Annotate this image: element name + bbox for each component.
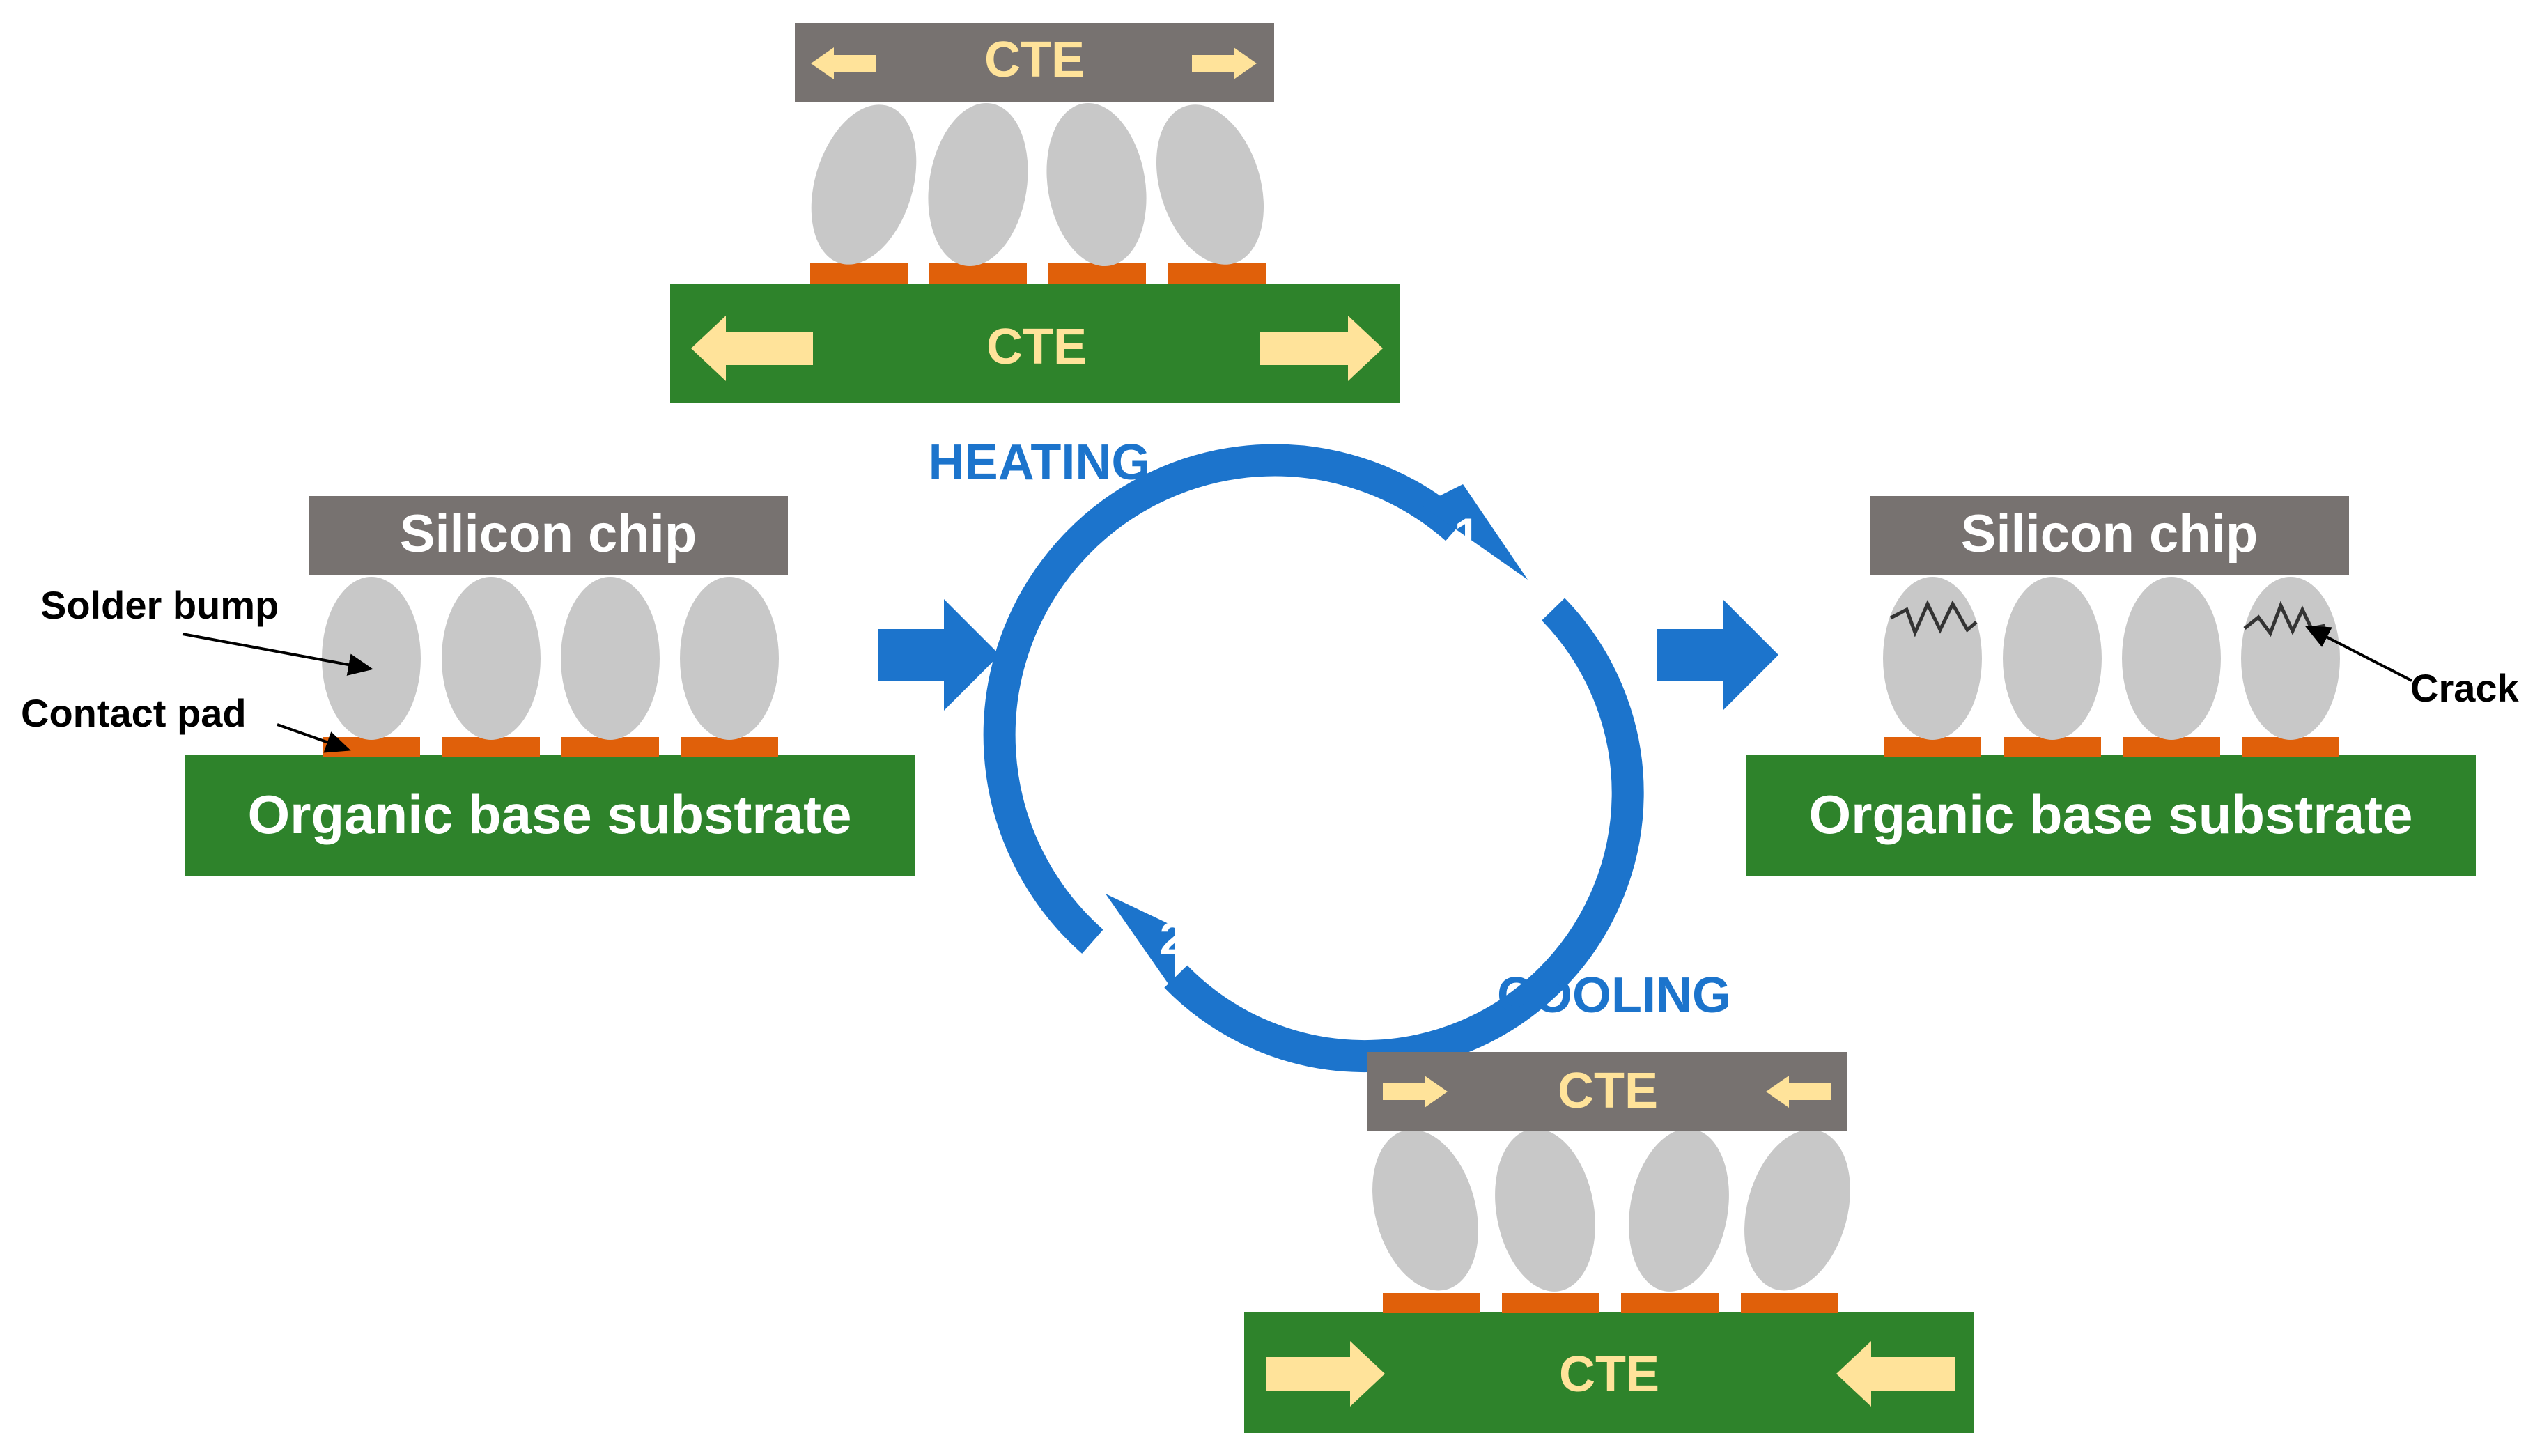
solder-bump <box>2241 577 2340 740</box>
solder-bump <box>1495 1129 1595 1292</box>
initial-substrate <box>185 755 915 876</box>
contact-pad <box>1741 1293 1838 1313</box>
inward-arrow-icon <box>1766 1076 1831 1108</box>
crack-label: Crack <box>2410 666 2520 710</box>
solder-bump <box>2122 577 2221 740</box>
substrate-label-right: Organic base substrate <box>1809 784 2413 845</box>
solder-bump <box>1883 577 1982 740</box>
inward-arrow-icon <box>1383 1076 1448 1108</box>
cracked-substrate <box>1746 755 2476 876</box>
contact-pad <box>929 263 1027 284</box>
initial-state-assembly: Organic base substrate Silicon chip Sold… <box>21 496 915 876</box>
solder-bump <box>1372 1129 1478 1291</box>
solder-bump <box>928 102 1028 267</box>
contact-pad <box>1621 1293 1719 1313</box>
cte-label-heating-substrate: CTE <box>986 319 1087 375</box>
zigzag-crack-icon <box>2243 601 2326 637</box>
solder-bump <box>442 577 541 740</box>
solder-bump-pointer <box>182 633 373 676</box>
solder-bump <box>1156 104 1264 265</box>
arrowhead-step-2 <box>1106 894 1175 993</box>
contact-pad <box>1048 263 1146 284</box>
cte-label-cooling-chip: CTE <box>1558 1063 1658 1119</box>
initial-chip <box>309 496 788 575</box>
crack-pointer <box>2304 626 2412 682</box>
contact-pad-pointer <box>277 723 351 753</box>
solder-bump <box>1744 1129 1850 1291</box>
contact-pad-label: Contact pad <box>21 691 247 735</box>
solder-bump <box>1046 102 1147 267</box>
contact-pad <box>2242 737 2339 757</box>
cooling-state-assembly: CTE CTE <box>1244 1052 1974 1433</box>
contact-pad <box>1383 1293 1480 1313</box>
solder-bump <box>680 577 779 740</box>
contact-pad <box>681 737 778 757</box>
cracked-chip <box>1870 496 2349 575</box>
arrowhead-step-1 <box>1421 484 1528 580</box>
inward-arrow-icon <box>1836 1341 1955 1407</box>
solder-bump <box>2003 577 2102 740</box>
solder-bump <box>1629 1129 1729 1292</box>
step-1-label: 1 <box>1455 509 1480 560</box>
thermal-cycle: 1 2 HEATING COOLING <box>929 435 1731 1073</box>
contact-pad <box>2004 737 2101 757</box>
zigzag-crack-icon <box>1889 600 1978 637</box>
outward-arrow-icon <box>1260 316 1383 381</box>
cooling-label: COOLING <box>1497 968 1731 1023</box>
chip-label-left: Silicon chip <box>400 504 697 564</box>
cte-label-heating-chip: CTE <box>984 32 1085 88</box>
heating-label: HEATING <box>929 435 1151 490</box>
chip-label-right: Silicon chip <box>1961 504 2258 564</box>
contact-pad <box>1502 1293 1599 1313</box>
heating-state-assembly: CTE CTE <box>670 23 1400 403</box>
contact-pad <box>2123 737 2220 757</box>
inward-arrow-icon <box>1266 1341 1385 1407</box>
contact-pad <box>810 263 908 284</box>
outward-arrow-icon <box>691 316 813 381</box>
outward-arrow-icon <box>1192 47 1257 79</box>
circular-cycle-arrow-icon <box>983 444 1467 954</box>
contact-pad <box>561 737 659 757</box>
contact-pad <box>1884 737 1981 757</box>
solder-bump-label: Solder bump <box>40 583 279 627</box>
right-block-arrow-icon <box>878 599 1000 711</box>
contact-pad <box>1168 263 1266 284</box>
outward-arrow-icon <box>811 47 876 79</box>
substrate-label-left: Organic base substrate <box>248 784 852 845</box>
solder-bump <box>811 104 917 265</box>
right-block-arrow-icon <box>1657 599 1778 711</box>
solder-bump <box>322 577 421 740</box>
circular-cycle-arrow-icon <box>1164 598 1644 1073</box>
cte-label-cooling-substrate: CTE <box>1559 1347 1659 1402</box>
cracked-state-assembly: Organic base substrate Silicon chip Crac… <box>1746 496 2520 876</box>
contact-pad <box>442 737 540 757</box>
solder-bump <box>561 577 660 740</box>
step-2-label: 2 <box>1160 913 1186 964</box>
